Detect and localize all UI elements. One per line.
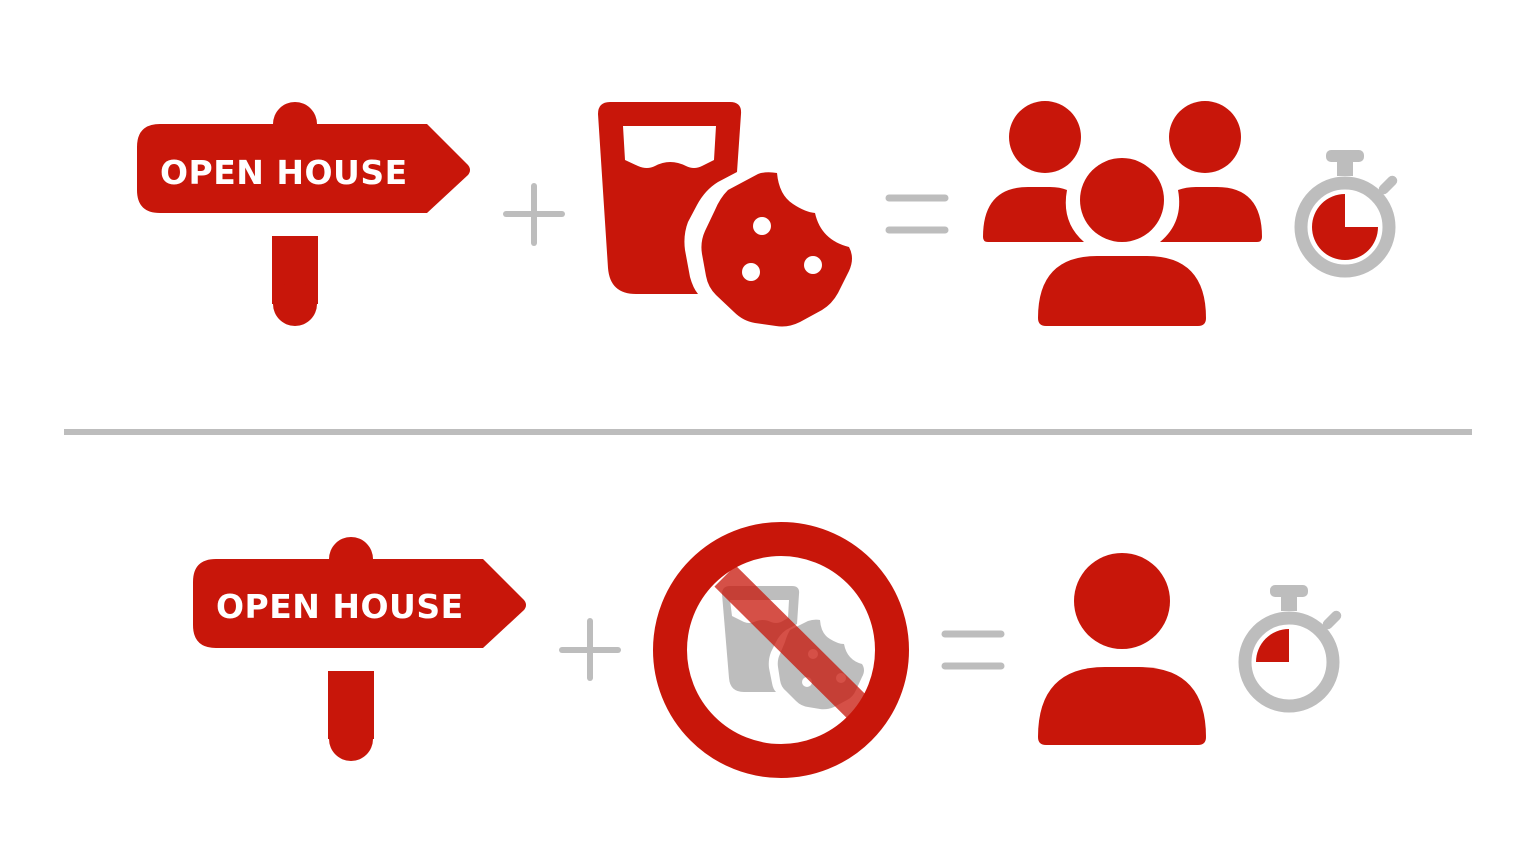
plus-icon — [559, 618, 621, 681]
sign-label: OPEN HOUSE — [160, 153, 408, 192]
equals-icon — [941, 630, 1005, 670]
signpost-icon: OPEN HOUSE — [137, 102, 470, 326]
stopwatch-icon — [1294, 150, 1398, 278]
drink-and-cookie-icon — [598, 102, 852, 327]
plus-icon — [503, 183, 565, 246]
signpost-icon: OPEN HOUSE — [193, 537, 526, 761]
equals-icon — [885, 194, 949, 234]
row-with-refreshments: OPEN HOUSE — [137, 101, 1398, 327]
row-without-refreshments: OPEN HOUSE — [193, 522, 1342, 778]
no-drink-and-cookie-icon — [653, 522, 909, 778]
divider — [64, 429, 1472, 435]
group-of-people-icon — [983, 101, 1262, 326]
stopwatch-icon — [1238, 585, 1342, 713]
sign-label: OPEN HOUSE — [216, 587, 464, 626]
single-person-icon — [1038, 553, 1206, 745]
